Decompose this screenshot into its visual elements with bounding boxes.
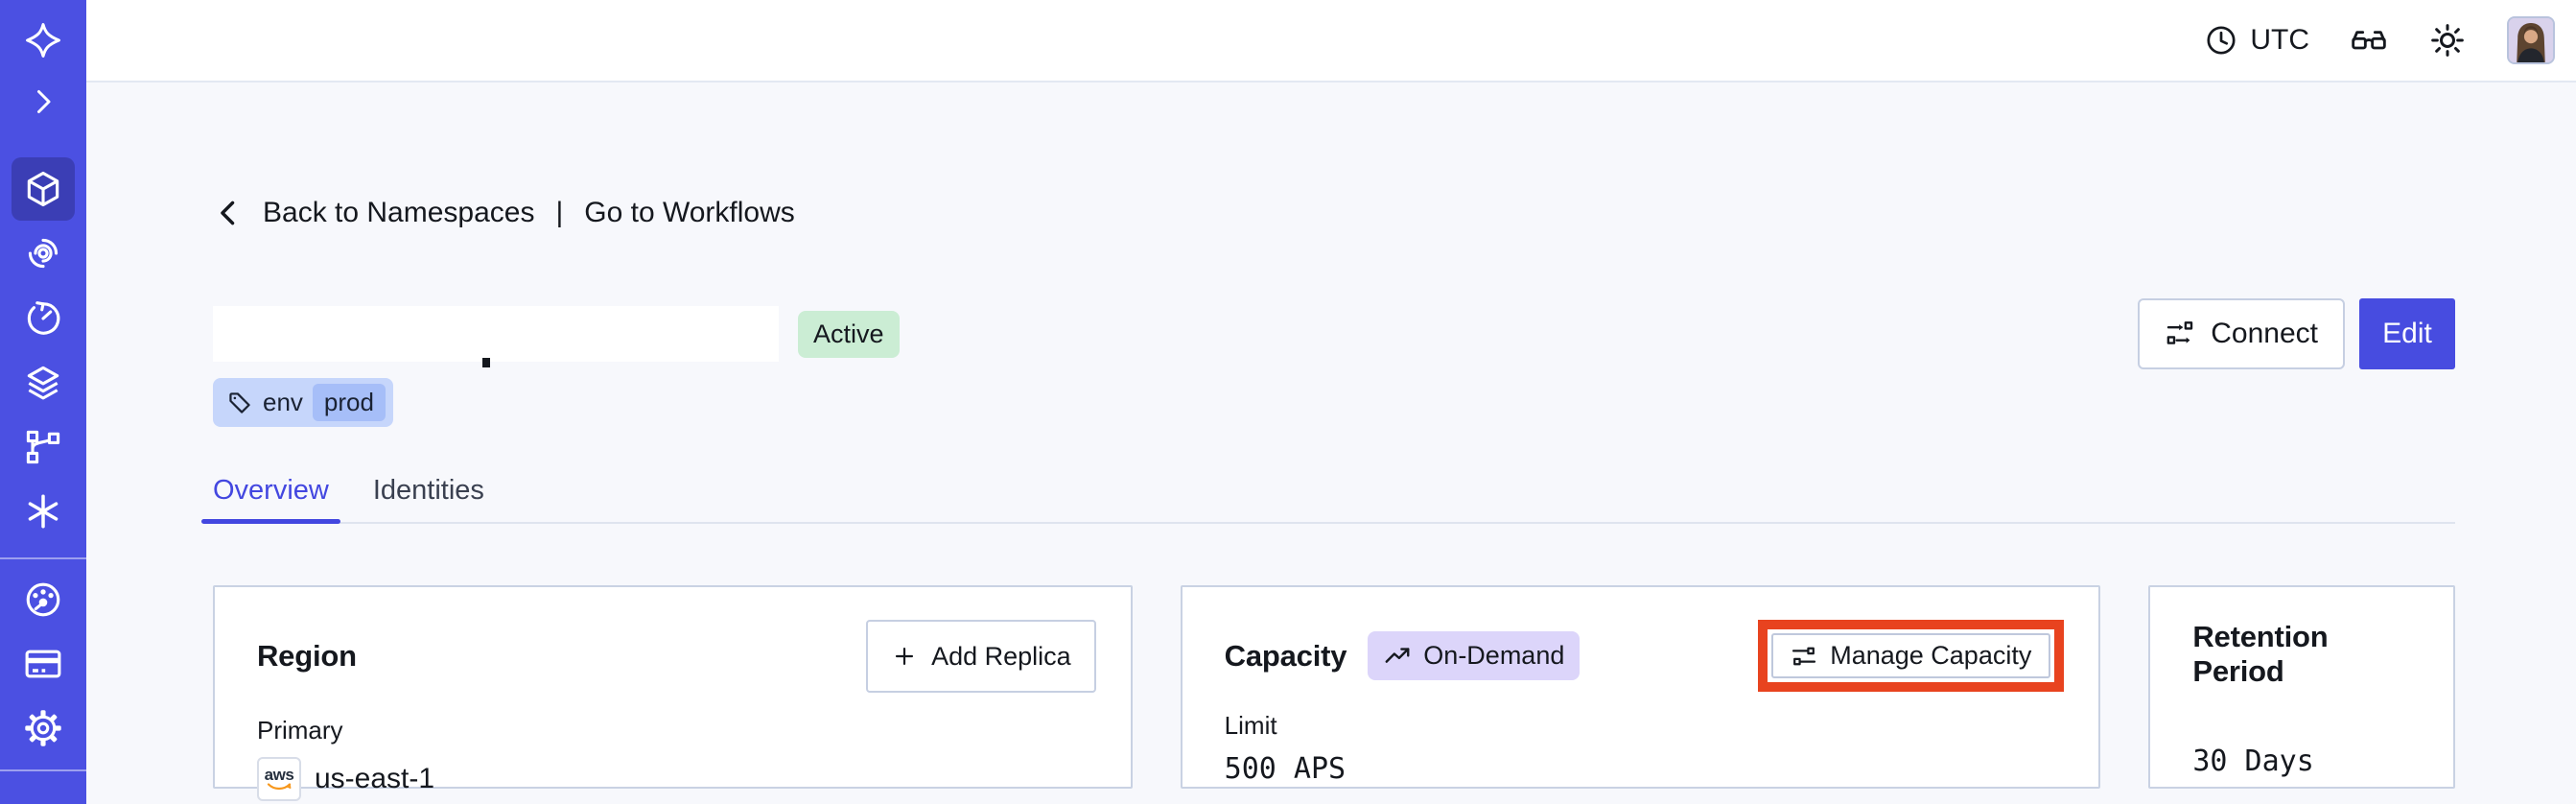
sidebar-item-nexus-asterisk-icon[interactable] bbox=[22, 490, 64, 532]
region-card-title: Region bbox=[257, 639, 357, 673]
sidebar-item-spiral-icon[interactable] bbox=[22, 232, 64, 274]
glasses-icon[interactable] bbox=[2350, 21, 2388, 59]
region-field-label: Primary bbox=[257, 716, 343, 745]
capacity-value: 500 APS bbox=[1224, 752, 1347, 786]
retention-value: 30 Days bbox=[2192, 745, 2314, 778]
retention-card-title: Retention Period bbox=[2192, 620, 2329, 688]
region-card: Region Add Replica Primary aws bbox=[213, 585, 1133, 801]
sidebar-divider bbox=[0, 557, 86, 559]
breadcrumb: Back to Namespaces | Go to Workflows bbox=[213, 194, 2455, 232]
temporal-logo-icon[interactable] bbox=[22, 19, 64, 61]
red-annotation-highlight: Manage Capacity bbox=[1758, 620, 2065, 692]
header-actions: Connect Edit bbox=[2138, 298, 2455, 369]
aws-logo-text: aws bbox=[264, 766, 294, 784]
breadcrumb-separator: | bbox=[555, 197, 564, 228]
overview-cards: Region Add Replica Primary aws bbox=[213, 585, 2455, 801]
breadcrumb-back-link[interactable]: Back to Namespaces bbox=[263, 197, 535, 228]
status-badge: Active bbox=[798, 310, 900, 358]
sidebar-divider-bottom bbox=[0, 769, 86, 771]
topbar: UTC bbox=[86, 0, 2576, 83]
breadcrumb-workflows-link[interactable]: Go to Workflows bbox=[584, 197, 795, 228]
ondemand-label: On-Demand bbox=[1423, 641, 1565, 670]
back-chevron-icon[interactable] bbox=[213, 197, 246, 229]
theme-toggle-sun-icon[interactable] bbox=[2428, 21, 2467, 59]
connect-button-label: Connect bbox=[2211, 318, 2318, 349]
add-replica-label: Add Replica bbox=[931, 641, 1071, 671]
sidebar-item-billing-card-icon[interactable] bbox=[22, 643, 64, 685]
timezone-selector[interactable]: UTC bbox=[2204, 23, 2309, 58]
user-avatar[interactable] bbox=[2507, 16, 2555, 64]
aws-logo: aws bbox=[257, 757, 301, 801]
namespace-title-row: Active Connect Edit bbox=[213, 297, 2455, 370]
edit-button[interactable]: Edit bbox=[2359, 298, 2455, 369]
namespace-name-redacted bbox=[213, 306, 779, 367]
manage-capacity-button[interactable]: Manage Capacity bbox=[1771, 633, 2051, 678]
trending-up-icon bbox=[1383, 642, 1412, 671]
tab-bar: Overview Identities bbox=[201, 475, 2455, 524]
tag-value: prod bbox=[312, 384, 386, 421]
redaction-text-peek bbox=[482, 358, 490, 367]
tab-identities[interactable]: Identities bbox=[372, 475, 484, 506]
sidebar-item-settings-gear-icon[interactable] bbox=[22, 707, 64, 749]
ondemand-badge: On-Demand bbox=[1368, 631, 1581, 680]
manage-capacity-label: Manage Capacity bbox=[1830, 641, 2032, 670]
connect-icon bbox=[2165, 319, 2195, 349]
tag-row: env prod bbox=[213, 378, 2455, 427]
sidebar-item-usage-gauge-icon[interactable] bbox=[22, 579, 64, 621]
main-content: Back to Namespaces | Go to Workflows Act… bbox=[86, 83, 2576, 804]
sidebar-item-namespaces-cube-icon[interactable] bbox=[22, 168, 64, 210]
capacity-field-label: Limit bbox=[1224, 711, 1277, 740]
capacity-card: Capacity On-Demand bbox=[1180, 585, 2101, 789]
aws-smile bbox=[267, 783, 292, 791]
tag-icon bbox=[226, 390, 253, 416]
env-tag-chip[interactable]: env prod bbox=[213, 378, 393, 427]
sidebar bbox=[0, 0, 86, 804]
tag-key: env bbox=[263, 388, 303, 416]
capacity-card-title: Capacity bbox=[1224, 638, 1347, 673]
region-value: us-east-1 bbox=[315, 763, 435, 794]
sidebar-item-schedules-timer-icon[interactable] bbox=[22, 297, 64, 340]
retention-card: Retention Period 30 Days bbox=[2148, 585, 2455, 789]
timezone-label: UTC bbox=[2250, 24, 2309, 56]
clock-icon bbox=[2204, 23, 2238, 58]
tab-overview[interactable]: Overview bbox=[201, 475, 340, 524]
sidebar-expand-chevron-icon[interactable] bbox=[22, 81, 64, 123]
add-replica-button[interactable]: Add Replica bbox=[866, 620, 1096, 693]
connect-button[interactable]: Connect bbox=[2138, 298, 2345, 369]
sidebar-item-pipeline-branch-icon[interactable] bbox=[22, 426, 64, 468]
plus-icon bbox=[891, 643, 918, 670]
sidebar-item-deployments-layers-icon[interactable] bbox=[22, 362, 64, 404]
sliders-icon bbox=[1791, 643, 1817, 670]
